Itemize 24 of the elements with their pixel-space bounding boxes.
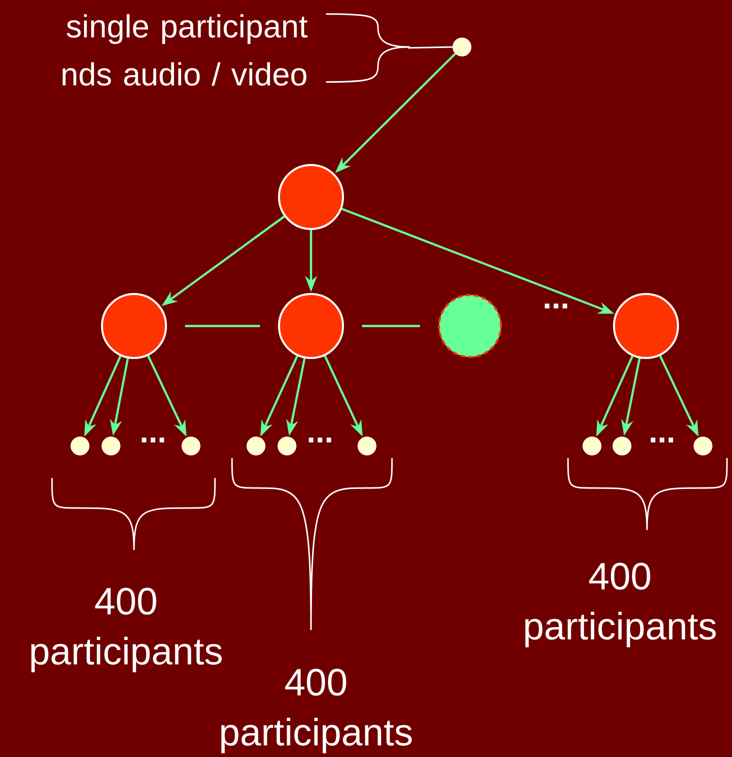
leader-line	[408, 46, 453, 49]
group-label: 400 participants	[525, 562, 716, 648]
ellipsis: ...	[650, 438, 674, 442]
relay-node-circle	[101, 293, 167, 359]
participant-dot	[358, 436, 376, 456]
participant-dot	[102, 436, 120, 456]
group-label: 400 participants	[221, 668, 412, 754]
participant-dot	[612, 436, 632, 456]
caption-text: single participant nds audio / video	[62, 14, 308, 86]
ellipsis: ...	[142, 438, 164, 442]
relay-node-circle	[278, 293, 344, 359]
relay-node-circle	[438, 294, 502, 358]
relay-node-circle	[613, 293, 679, 359]
ellipsis: ...	[544, 304, 568, 308]
participant-dot	[452, 38, 472, 56]
participant-dot	[182, 436, 200, 456]
participant-dot	[278, 436, 296, 456]
group-label: 400 participants	[31, 588, 222, 672]
participant-dot	[246, 436, 266, 456]
participant-dot	[694, 436, 712, 456]
relay-node-circle	[278, 164, 344, 230]
ellipsis: ...	[308, 438, 332, 442]
participant-dot	[582, 436, 602, 456]
participant-dot	[70, 436, 90, 456]
